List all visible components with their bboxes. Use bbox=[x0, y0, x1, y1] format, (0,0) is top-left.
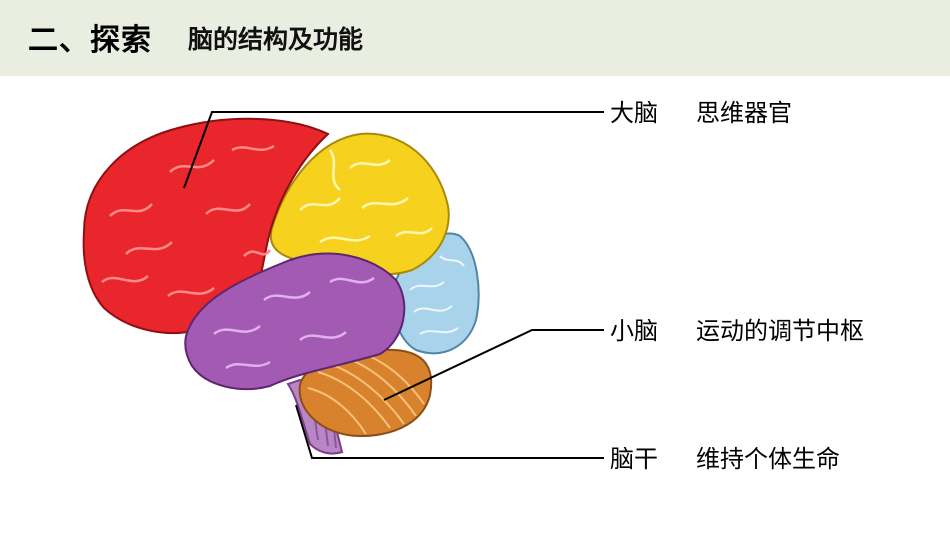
title-bar: 二、探索 脑的结构及功能 bbox=[0, 0, 950, 76]
label-cerebrum-name: 大脑 bbox=[610, 99, 658, 127]
cerebrum-leader-line bbox=[183, 111, 604, 189]
label-brainstem: 脑干 维持个体生命 bbox=[610, 445, 840, 473]
section-title: 二、探索 bbox=[28, 23, 152, 58]
label-brainstem-name: 脑干 bbox=[610, 445, 658, 473]
label-cerebellum-function: 运动的调节中枢 bbox=[696, 317, 864, 345]
label-cerebellum: 小脑 运动的调节中枢 bbox=[610, 317, 864, 345]
leader-lines bbox=[183, 111, 604, 459]
label-cerebellum-name: 小脑 bbox=[610, 317, 658, 345]
cerebellum-leader-line bbox=[383, 329, 604, 401]
temporal-lobe bbox=[184, 252, 406, 390]
label-cerebrum: 大脑 思维器官 bbox=[610, 99, 792, 127]
brainstem-leader-line bbox=[295, 404, 604, 459]
label-cerebrum-function: 思维器官 bbox=[696, 99, 792, 127]
page-subtitle: 脑的结构及功能 bbox=[188, 25, 364, 54]
label-brainstem-function: 维持个体生命 bbox=[696, 445, 840, 473]
